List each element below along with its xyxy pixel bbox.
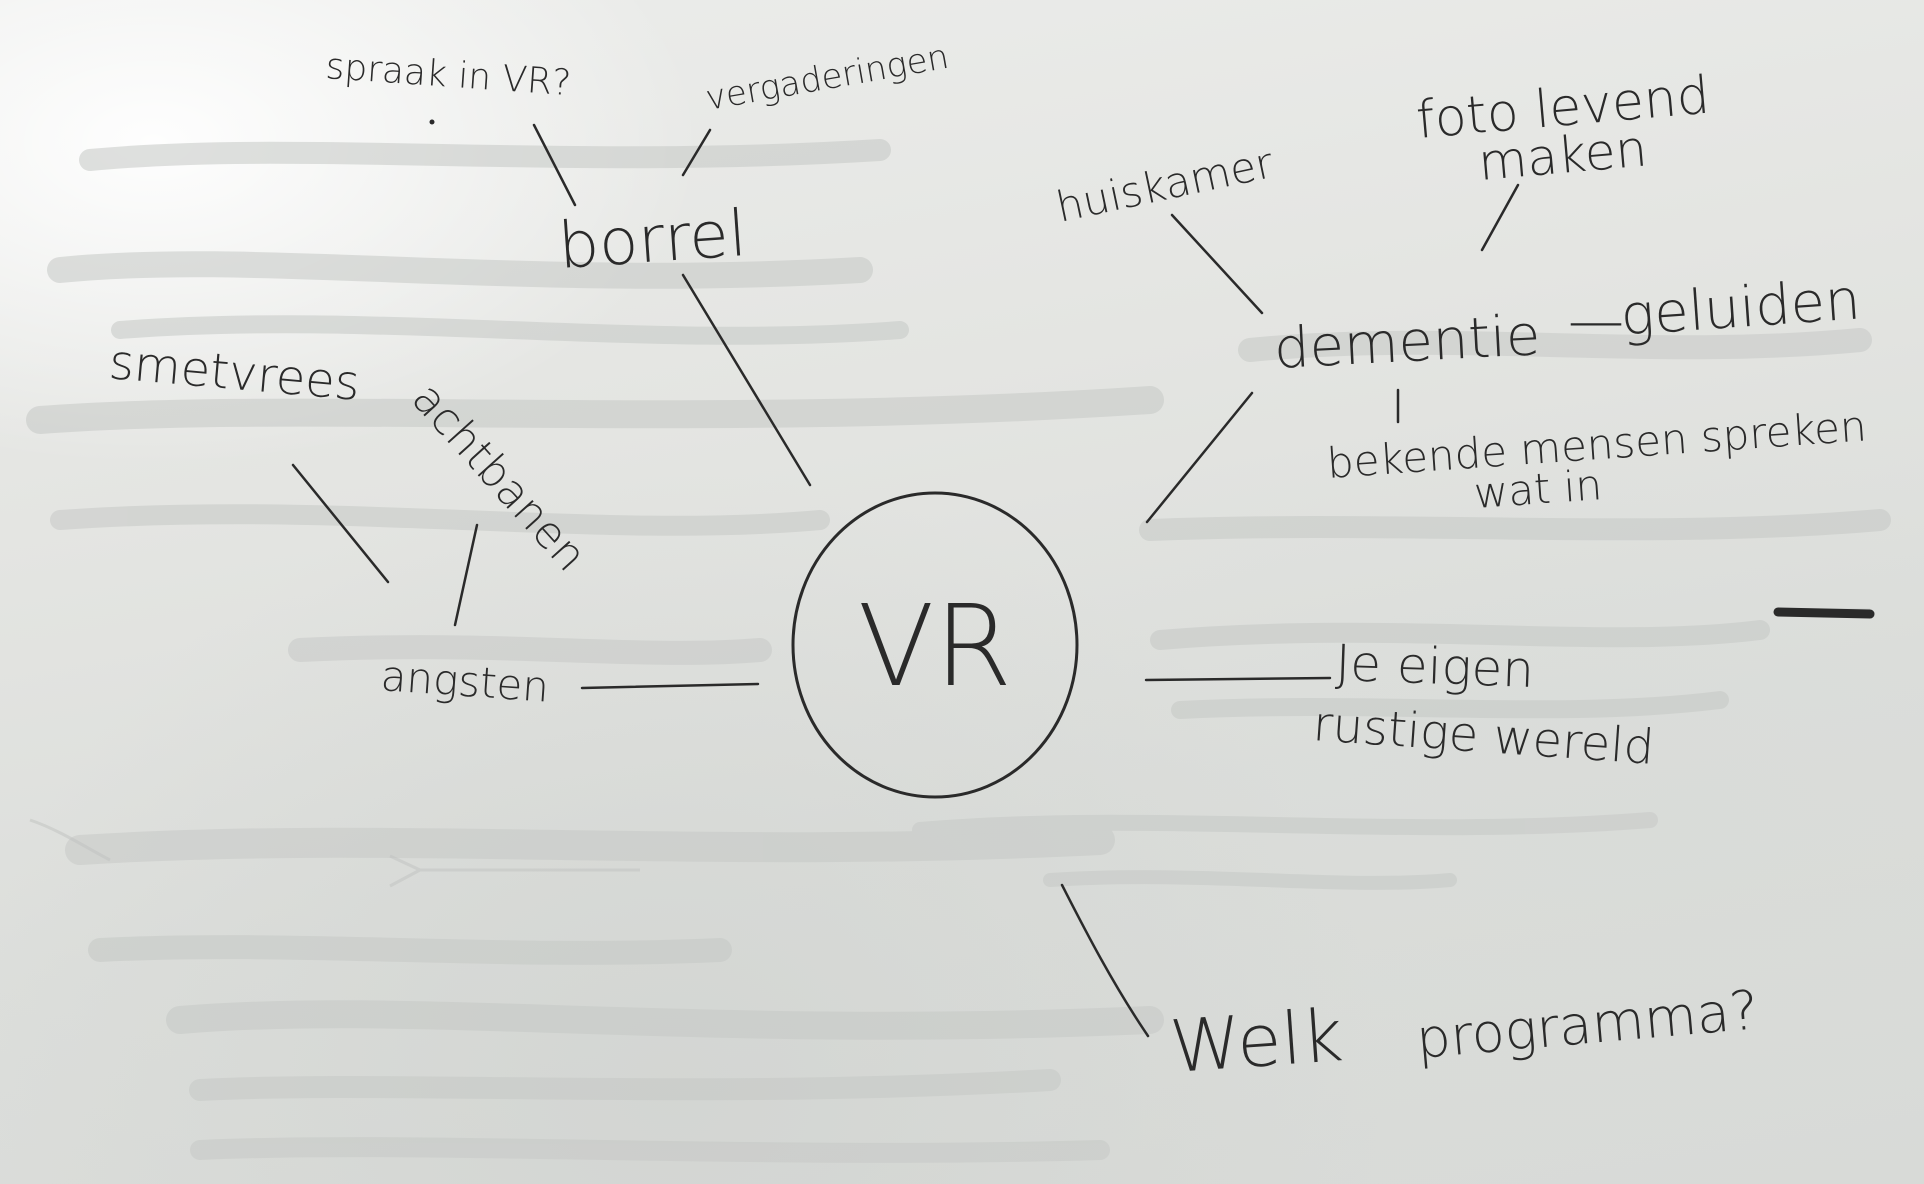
word-dementie: dementie (1272, 303, 1542, 382)
marker-dash (1773, 607, 1875, 619)
dementie-dash: — (1568, 289, 1624, 354)
line-huiskamer-dementie (1170, 213, 1264, 315)
line-spraak-borrel (532, 123, 577, 207)
word-programma: programma? (1414, 978, 1761, 1071)
word-achtbanen: achtbanen (402, 373, 596, 581)
word-smetvrees: smetvrees (107, 334, 362, 412)
line-achtbanen-angsten (453, 523, 479, 627)
line-borrel-vr (681, 273, 812, 487)
word-angsten: angsten (379, 651, 550, 712)
word-vergaderingen: vergaderingen (703, 37, 952, 119)
center-label: VR (858, 582, 1012, 712)
word-huiskamer: huiskamer (1052, 138, 1278, 232)
word-geluiden: geluiden (1618, 267, 1862, 349)
line-vr-welk (1060, 883, 1150, 1038)
center-circle (791, 491, 1079, 799)
word-spraak-in-vr: spraak in VR? (324, 46, 572, 104)
word-borrel: borrel (556, 197, 749, 284)
line-smetvrees-angsten (291, 463, 390, 584)
line-vergaderingen-borrel (681, 128, 712, 177)
line-foto-dementie (1480, 183, 1520, 252)
line-angsten-vr (580, 682, 760, 690)
word-rustige-wereld: rustige wereld (1311, 696, 1656, 776)
word-welk: Welk (1167, 993, 1345, 1089)
line-vr-jeeigen (1144, 676, 1332, 682)
line-dementie-vr (1145, 391, 1254, 524)
ink-dot (429, 119, 435, 125)
word-je-eigen: Je eigen (1335, 634, 1535, 699)
word-wat-in: wat in (1472, 460, 1603, 518)
